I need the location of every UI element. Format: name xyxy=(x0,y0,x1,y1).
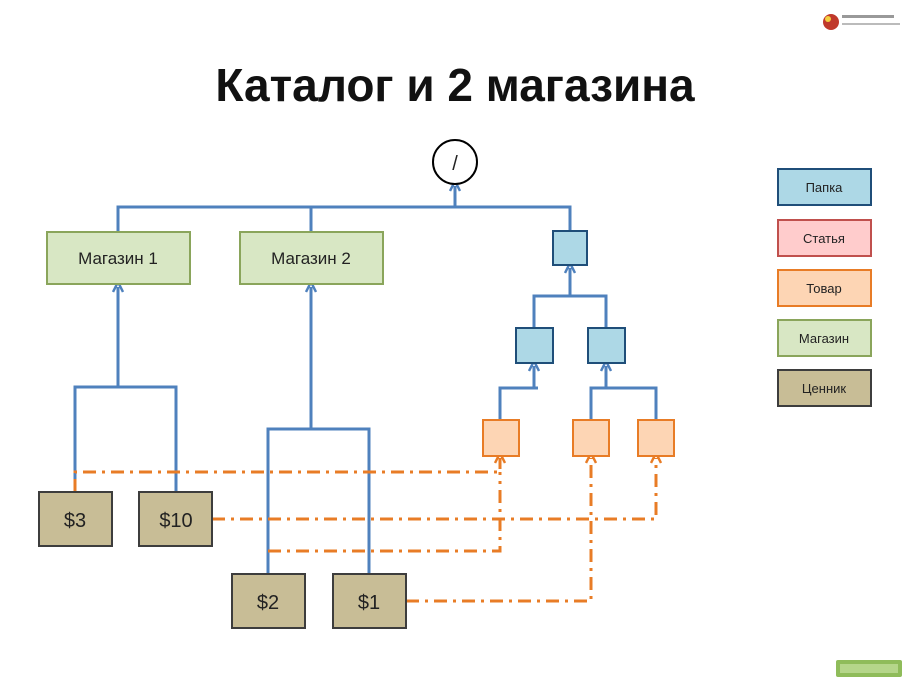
price-label: $1 xyxy=(358,592,380,614)
legend-item-price: Ценник xyxy=(777,369,872,407)
legend-item-folder: Папка xyxy=(777,168,872,206)
price-label: $3 xyxy=(64,510,86,532)
legend-label: Папка xyxy=(806,180,844,195)
connector-store1-prices xyxy=(73,385,178,492)
product-node-1 xyxy=(482,419,520,457)
price-node-3: $2 xyxy=(231,573,306,629)
slide-title: Каталог и 2 магазина xyxy=(215,59,695,111)
legend: Папка Статья Товар Магазин Ценник xyxy=(777,168,872,407)
folder-node-left xyxy=(515,327,554,364)
price-links xyxy=(73,458,656,603)
price-node-1: $3 xyxy=(38,491,113,547)
folder-node-right xyxy=(587,327,626,364)
connector-products-right xyxy=(589,386,658,420)
legend-label: Статья xyxy=(803,231,845,246)
conference-logo xyxy=(823,14,900,30)
connector-store2-prices xyxy=(266,427,371,574)
connector-products-left xyxy=(498,386,538,420)
store-label: Магазин 1 xyxy=(78,249,158,268)
link-price-10 xyxy=(212,458,656,521)
connector-top-bar xyxy=(116,205,572,232)
legend-item-article: Статья xyxy=(777,219,872,257)
link-price-1 xyxy=(406,458,591,603)
price-label: $2 xyxy=(257,592,279,614)
legend-item-product: Товар xyxy=(777,269,872,307)
root-label: / xyxy=(452,153,458,175)
product-node-2 xyxy=(572,419,610,457)
legend-item-store: Магазин xyxy=(777,319,872,357)
event-logo xyxy=(836,660,902,677)
price-node-4: $1 xyxy=(332,573,407,629)
product-node-3 xyxy=(637,419,675,457)
price-label: $10 xyxy=(159,510,192,532)
folder-node-top xyxy=(552,230,588,266)
legend-label: Ценник xyxy=(802,381,846,396)
legend-label: Товар xyxy=(806,281,841,296)
store-node-2: Магазин 2 xyxy=(239,231,384,285)
price-node-2: $10 xyxy=(138,491,213,547)
connector-folder-branch xyxy=(532,294,608,328)
link-price-3 xyxy=(73,458,500,492)
tree-connectors xyxy=(73,186,658,574)
link-price-2 xyxy=(268,472,502,553)
legend-label: Магазин xyxy=(799,331,849,346)
root-node: / xyxy=(432,139,478,185)
store-label: Магазин 2 xyxy=(271,249,351,268)
store-node-1: Магазин 1 xyxy=(46,231,191,285)
